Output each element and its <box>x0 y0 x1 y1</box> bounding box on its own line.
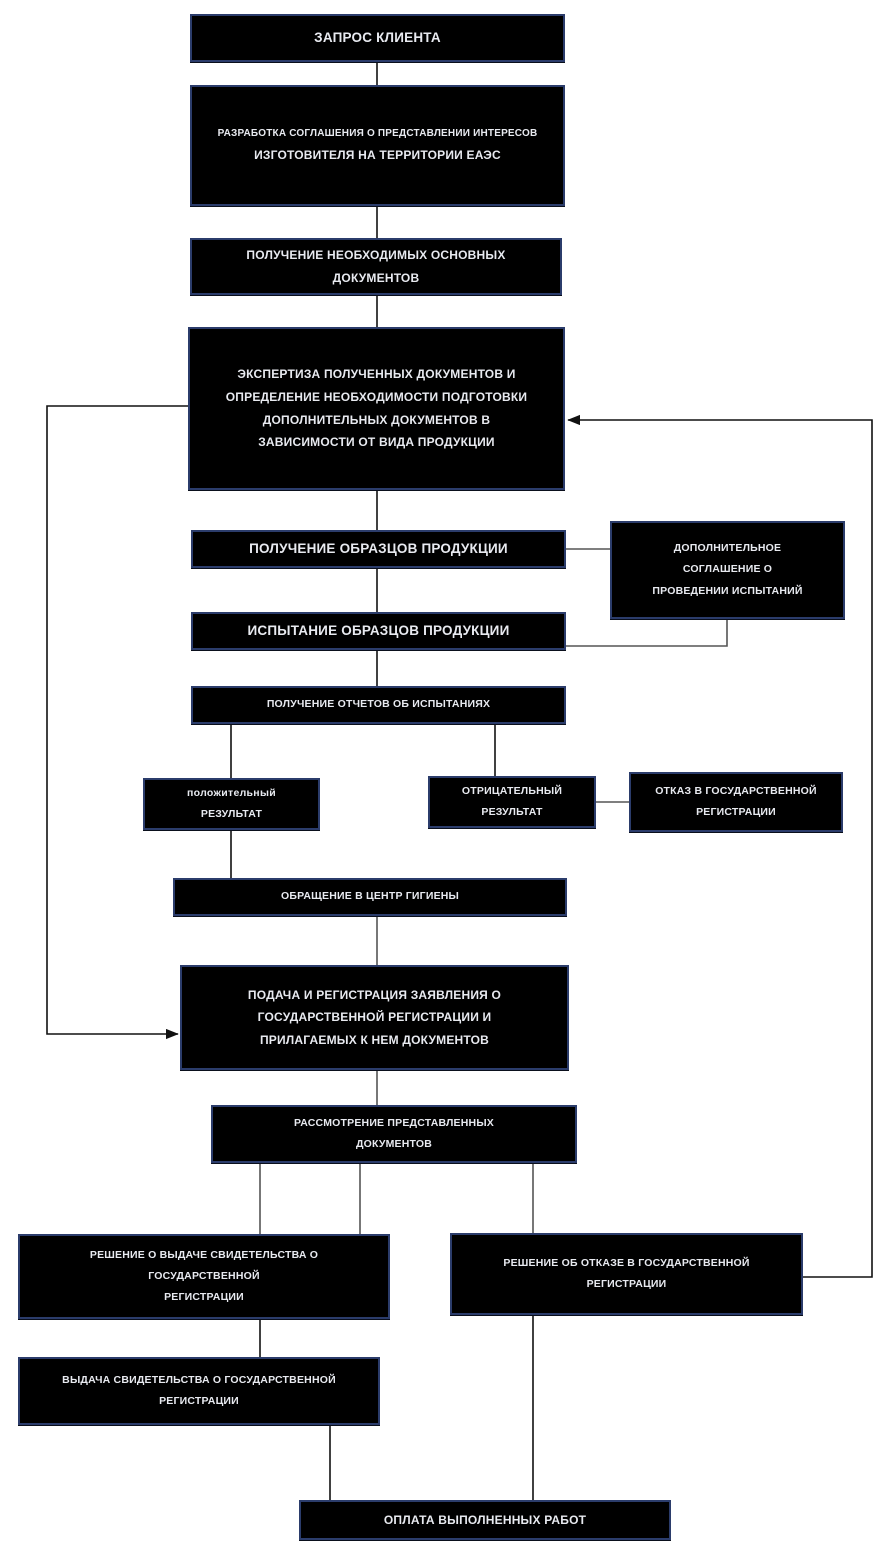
node-label-line: РЕГИСТРАЦИИ <box>586 1278 667 1290</box>
node-label-line: ОТКАЗ В ГОСУДАРСТВЕННОЙ <box>655 784 817 797</box>
node-decision-issue-certificate: РЕШЕНИЕ О ВЫДАЧЕ СВИДЕТЕЛЬСТВА О ГОСУДАРС… <box>18 1234 390 1319</box>
node-label-line: РЕГИСТРАЦИИ <box>164 1291 244 1303</box>
node-label-line: ИЗГОТОВИТЕЛЯ НА ТЕРРИТОРИИ ЕАЭС <box>254 148 501 163</box>
node-label-line: ГОСУДАРСТВЕННОЙ <box>148 1269 260 1282</box>
node-label-line: РАССМОТРЕНИЕ ПРЕДСТАВЛЕННЫХ <box>293 1116 495 1129</box>
node-label-line: положительный <box>187 786 276 799</box>
node-label-line: ОПРЕДЕЛЕНИЕ НЕОБХОДИМОСТИ ПОДГОТОВКИ <box>225 389 528 404</box>
node-label-line: РЕЗУЛЬТАТ <box>200 808 263 820</box>
node-document-expertise: ЭКСПЕРТИЗА ПОЛУЧЕННЫХ ДОКУМЕНТОВ И ОПРЕДЕ… <box>188 327 565 490</box>
node-submit-and-register-application: ПОДАЧА И РЕГИСТРАЦИЯ ЗАЯВЛЕНИЯ О ГОСУДАРС… <box>180 965 569 1070</box>
node-label-line: ВЫДАЧА СВИДЕТЕЛЬСТВА О ГОСУДАРСТВЕННОЙ <box>62 1373 336 1386</box>
node-label-line: ГОСУДАРСТВЕННОЙ РЕГИСТРАЦИИ И <box>257 1010 492 1025</box>
node-label-line: ДОКУМЕНТОВ <box>332 270 420 285</box>
node-decision-refuse-registration: РЕШЕНИЕ ОБ ОТКАЗЕ В ГОСУДАРСТВЕННОЙ РЕГИС… <box>450 1233 803 1315</box>
node-label-line: ОПЛАТА ВЫПОЛНЕННЫХ РАБОТ <box>383 1512 587 1527</box>
node-label-line: ОБРАЩЕНИЕ В ЦЕНТР ГИГИЕНЫ <box>280 890 460 903</box>
node-label-line: ДОКУМЕНТОВ <box>355 1138 433 1150</box>
node-label-line: ЗАВИСИМОСТИ ОТ ВИДА ПРОДУКЦИИ <box>258 435 495 450</box>
node-label-line: ПОЛУЧЕНИЕ НЕОБХОДИМЫХ ОСНОВНЫХ <box>246 247 506 262</box>
node-representation-agreement: РАЗРАБОТКА СОГЛАШЕНИЯ О ПРЕДСТАВЛЕНИИ ИН… <box>190 85 565 206</box>
node-label-line: РАЗРАБОТКА СОГЛАШЕНИЯ О ПРЕДСТАВЛЕНИИ ИН… <box>217 127 538 139</box>
edge-additional-agreement-to-test <box>566 619 728 647</box>
node-label-line: РЕЗУЛЬТАТ <box>481 806 543 818</box>
node-label-line: ДОПОЛНИТЕЛЬНЫХ ДОКУМЕНТОВ В <box>262 412 491 427</box>
node-negative-result: ОТРИЦАТЕЛЬНЫЙ РЕЗУЛЬТАТ <box>428 776 596 828</box>
node-label-line: ОТРИЦАТЕЛЬНЫЙ <box>461 784 563 797</box>
node-label-line: ЭКСПЕРТИЗА ПОЛУЧЕННЫХ ДОКУМЕНТОВ И <box>237 367 516 382</box>
node-additional-testing-agreement: ДОПОЛНИТЕЛЬНОЕ СОГЛАШЕНИЕ О ПРОВЕДЕНИИ ИСП… <box>610 521 845 619</box>
edge-expertise-loop-to-submit <box>46 405 188 1040</box>
node-registration-refusal-note: ОТКАЗ В ГОСУДАРСТВЕННОЙ РЕГИСТРАЦИИ <box>629 772 843 832</box>
node-receive-samples: ПОЛУЧЕНИЕ ОБРАЗЦОВ ПРОДУКЦИИ <box>191 530 566 568</box>
node-label-line: РЕШЕНИЕ О ВЫДАЧЕ СВИДЕТЕЛЬСТВА О <box>89 1248 319 1261</box>
node-issue-certificate: ВЫДАЧА СВИДЕТЕЛЬСТВА О ГОСУДАРСТВЕННОЙ РЕ… <box>18 1357 380 1425</box>
node-review-submitted-documents: РАССМОТРЕНИЕ ПРЕДСТАВЛЕННЫХ ДОКУМЕНТОВ <box>211 1105 577 1163</box>
node-label-line: РЕГИСТРАЦИИ <box>159 1395 239 1407</box>
node-receive-test-reports: ПОЛУЧЕНИЕ ОТЧЕТОВ ОБ ИСПЫТАНИЯХ <box>191 686 566 724</box>
node-label-line: СОГЛАШЕНИЕ О <box>682 563 773 576</box>
node-payment-for-work: ОПЛАТА ВЫПОЛНЕННЫХ РАБОТ <box>299 1500 671 1540</box>
node-label-line: ПОЛУЧЕНИЕ ОТЧЕТОВ ОБ ИСПЫТАНИЯХ <box>266 698 491 711</box>
node-client-request: ЗАПРОС КЛИЕНТА <box>190 14 565 62</box>
node-label-line: ПРИЛАГАЕМЫХ К НЕМ ДОКУМЕНТОВ <box>259 1032 490 1047</box>
node-label-line: ПРОВЕДЕНИИ ИСПЫТАНИЙ <box>652 584 803 597</box>
node-obtain-main-documents: ПОЛУЧЕНИЕ НЕОБХОДИМЫХ ОСНОВНЫХ ДОКУМЕНТОВ <box>190 238 562 295</box>
node-label-line: ПОЛУЧЕНИЕ ОБРАЗЦОВ ПРОДУКЦИИ <box>249 540 508 556</box>
node-label-line: ЗАПРОС КЛИЕНТА <box>314 29 441 45</box>
node-label-line: ДОПОЛНИТЕЛЬНОЕ <box>673 542 782 555</box>
node-label-line: ИСПЫТАНИЕ ОБРАЗЦОВ ПРОДУКЦИИ <box>247 622 510 638</box>
node-label-line: ПОДАЧА И РЕГИСТРАЦИЯ ЗАЯВЛЕНИЯ О <box>247 987 502 1002</box>
node-test-samples: ИСПЫТАНИЕ ОБРАЗЦОВ ПРОДУКЦИИ <box>191 612 566 650</box>
node-label-line: РЕГИСТРАЦИИ <box>696 806 776 818</box>
node-hygiene-center-application: ОБРАЩЕНИЕ В ЦЕНТР ГИГИЕНЫ <box>173 878 567 916</box>
node-label-line: РЕШЕНИЕ ОБ ОТКАЗЕ В ГОСУДАРСТВЕННОЙ <box>503 1256 750 1269</box>
